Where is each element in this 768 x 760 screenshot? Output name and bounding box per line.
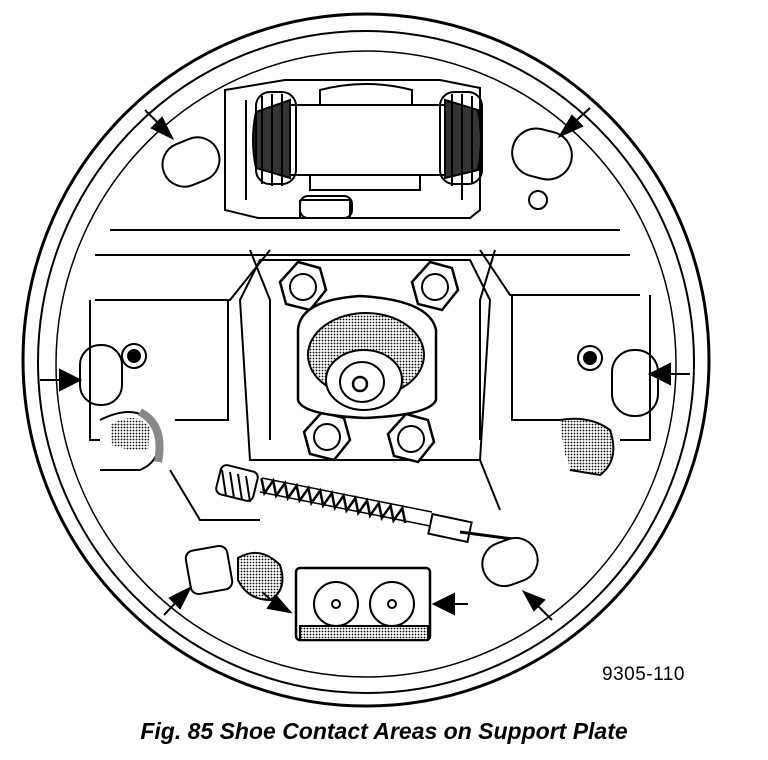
axle-hub	[296, 294, 438, 420]
lower-anchor-block	[294, 566, 432, 642]
wheel-cylinder	[289, 104, 446, 176]
upper-left-contact-pad	[161, 136, 221, 188]
right-web-boss	[479, 249, 640, 421]
cylinder-slot	[299, 195, 353, 219]
lower-left-contact-pad	[184, 544, 234, 596]
left-bolt-inner	[127, 349, 141, 363]
left-contact-pad	[79, 344, 123, 406]
arrow-lower-cam	[261, 591, 293, 614]
left-bolt-outer	[121, 343, 147, 369]
adjuster-spring	[260, 477, 407, 524]
arrow-right	[647, 362, 690, 386]
arrow-lower-left	[163, 585, 193, 616]
arrow-lower-right	[521, 590, 553, 621]
contact-arrows	[40, 107, 690, 621]
central-web	[95, 229, 630, 256]
shading	[110, 418, 612, 470]
wheel-cylinder-right-boot	[439, 91, 483, 186]
arrow-left	[40, 368, 83, 392]
right-bolt-outer	[577, 345, 603, 371]
upper-right-contact-pad	[511, 127, 573, 181]
left-web-boss	[95, 249, 271, 421]
wheel-cylinder-left-boot	[252, 91, 297, 186]
wheel-cylinder-top	[319, 83, 413, 106]
left-anchor-shade	[137, 408, 164, 463]
hub-plate	[238, 259, 492, 461]
upper-mount-plate	[224, 79, 481, 219]
hub-nut-upper-right	[410, 260, 460, 312]
arrow-upper-left	[144, 109, 175, 141]
upper-right-pin	[528, 190, 548, 210]
right-contact-pad	[611, 349, 659, 417]
hub-nut-lower-left	[302, 410, 352, 462]
lower-web-left	[169, 459, 501, 521]
hub-nut-upper-left	[278, 260, 328, 312]
figure-number: 9305-110	[602, 664, 685, 685]
adjuster-assembly	[215, 464, 539, 588]
arrow-lower-block	[431, 592, 468, 616]
hub-nut-lower-right	[386, 412, 436, 464]
inner-rim	[37, 30, 695, 694]
right-side-panel	[479, 249, 651, 441]
plate-rim-inner-line	[55, 50, 677, 678]
arrow-upper-right	[557, 107, 591, 139]
outer-rim	[21, 12, 711, 708]
right-bolt-inner	[583, 351, 597, 365]
lower-left-cam	[237, 551, 284, 602]
figure-caption: Fig. 85 Shoe Contact Areas on Support Pl…	[140, 718, 628, 744]
